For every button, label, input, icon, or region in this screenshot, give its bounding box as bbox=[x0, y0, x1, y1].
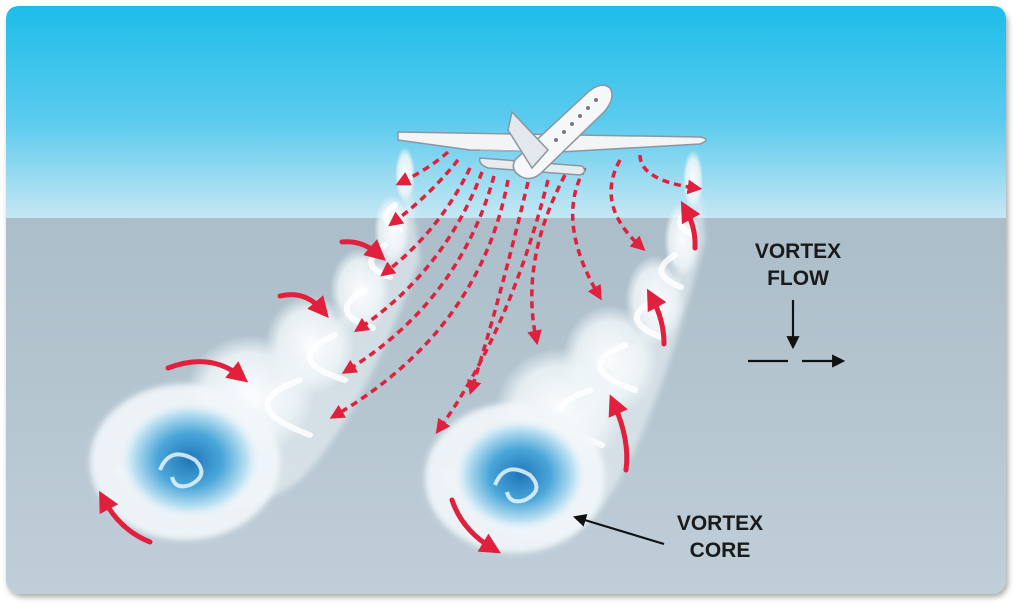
flow-arrow bbox=[467, 181, 530, 396]
vortex-core-pointer bbox=[572, 513, 665, 546]
flow-arrow bbox=[570, 167, 602, 301]
flow-arrow bbox=[353, 171, 484, 333]
flow-arrow bbox=[329, 179, 510, 419]
flow-arrow bbox=[638, 154, 703, 195]
flow-arrow bbox=[527, 174, 567, 346]
downwash-flow-arrows bbox=[329, 150, 703, 434]
sky-area bbox=[6, 6, 1006, 218]
vortex-core-label-line1: VORTEX bbox=[677, 512, 763, 535]
flow-arrow bbox=[341, 175, 496, 374]
rotation-arrow bbox=[339, 239, 386, 261]
flow-direction-icon bbox=[748, 300, 846, 368]
rotation-arrow bbox=[646, 288, 667, 347]
flow-arrow bbox=[435, 179, 550, 434]
vortex-core-label-line2: CORE bbox=[690, 539, 751, 562]
flow-arrow bbox=[380, 167, 472, 277]
vortex-flow-legend: VORTEX FLOW bbox=[748, 240, 846, 368]
vortex-flow-label-line1: VORTEX bbox=[755, 240, 841, 263]
rotation-arrow bbox=[277, 292, 329, 318]
rotation-arrow bbox=[449, 497, 502, 554]
rotation-arrow bbox=[608, 394, 630, 473]
flow-arrow bbox=[395, 150, 450, 186]
airplane-icon bbox=[397, 84, 707, 180]
flow-arrow bbox=[609, 159, 646, 251]
rotation-arrows bbox=[99, 200, 701, 554]
vortex-core-callout: VORTEX CORE bbox=[572, 512, 763, 562]
left-vortex-tube bbox=[90, 147, 420, 540]
vortex-flow-label-line2: FLOW bbox=[767, 267, 829, 290]
rotation-arrow bbox=[165, 359, 249, 383]
rotation-arrow bbox=[99, 490, 153, 545]
rotation-arrow bbox=[680, 200, 701, 251]
right-vortex-tube bbox=[425, 150, 705, 553]
